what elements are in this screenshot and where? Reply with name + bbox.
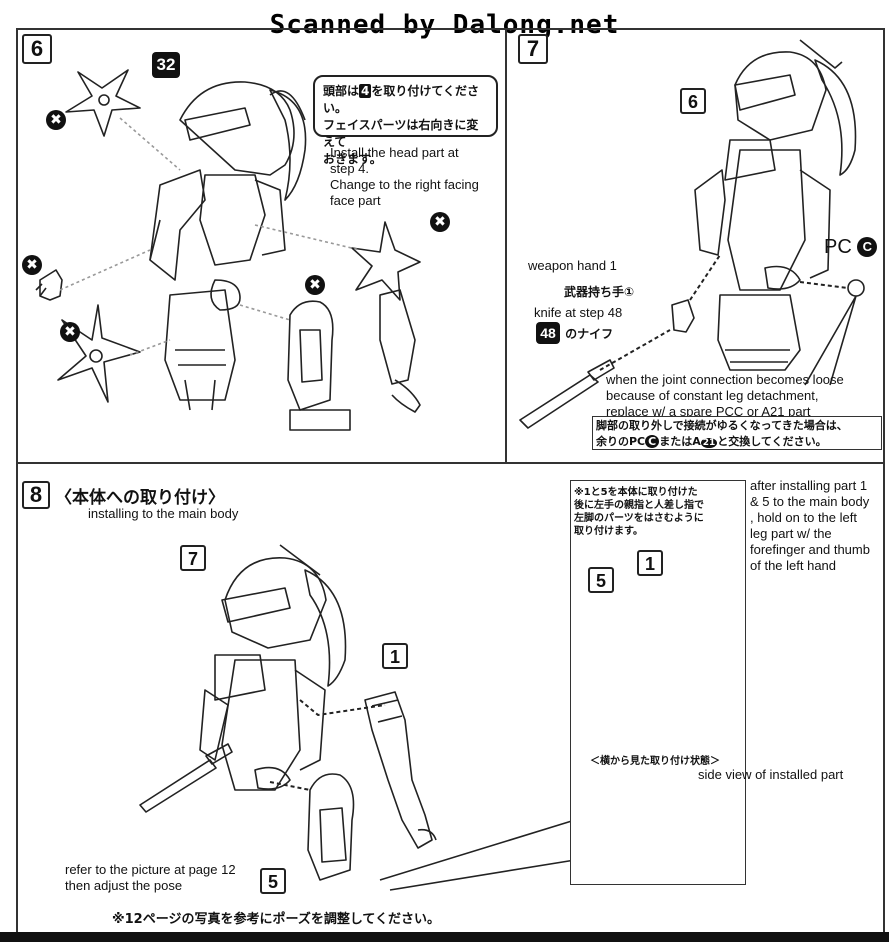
joint-note-jp-line1: 脚部の取り外しで接続がゆるくなってきた場合は、	[596, 419, 848, 432]
callout-line3: おきます。	[323, 152, 382, 166]
joint-note-en: when the joint connection becomes loose …	[606, 372, 844, 419]
x-mark-icon: ✖	[430, 212, 450, 232]
joint-note-jp-end: と交換してください。	[717, 435, 827, 448]
knife-jp: のナイフ	[565, 327, 614, 341]
step8-title-en: installing to the main body	[88, 506, 239, 521]
inset-jp-line3: 左脚のパーツをはさむように	[574, 513, 704, 524]
callout-line1b: を取り付けてください。	[323, 84, 480, 115]
pc-c-circle-icon: C	[857, 237, 878, 257]
x-mark-icon: ✖	[60, 322, 80, 342]
page-bottom-bar	[0, 932, 889, 942]
step8-ref-step-7: 7	[180, 545, 206, 571]
part-32-badge: 32	[152, 52, 180, 78]
knife-en: knife at step 48	[534, 305, 623, 320]
x-mark-icon: ✖	[305, 275, 325, 295]
step6-figure	[149, 81, 307, 411]
pose-note-en: refer to the picture at page 12 then adj…	[65, 862, 236, 893]
callout-line2: フェイスパーツは右向きに変えて	[323, 118, 479, 149]
inset-jp-line2: 後に左手の親指と人差し指で	[574, 500, 704, 511]
step7-number: 7	[518, 34, 548, 64]
step8-figure	[199, 544, 347, 791]
part-5-label: 5	[260, 868, 286, 894]
x-mark-icon: ✖	[46, 110, 66, 130]
callout-ref-badge: 4	[359, 84, 372, 98]
step7-figure	[694, 39, 857, 371]
weapon-hand-jp: 武器持ち手①	[564, 285, 635, 299]
pc-c-icon: C	[645, 435, 660, 448]
inset-jp-line4: 取り付けます。	[574, 526, 643, 537]
joint-note-jp-mid: またはA	[659, 435, 701, 448]
x-mark-icon: ✖	[22, 255, 42, 275]
side-view-jp: ＜横から見た取り付け状態＞	[590, 756, 720, 767]
weapon-hand-en: weapon hand 1	[528, 258, 617, 273]
inset-part-5-label: 5	[588, 567, 614, 593]
a21-icon: 21	[700, 438, 718, 448]
inset-part-1-label: 1	[637, 550, 663, 576]
scan-watermark: Scanned by Dalong.net	[269, 10, 620, 40]
step6-note-en: Install the head part at step 4. Change …	[330, 145, 479, 208]
joint-note-jp-line2: 余りのPC	[596, 435, 646, 448]
knife-step-48-badge: 48	[536, 322, 560, 344]
callout-line1: 頭部は	[323, 84, 360, 98]
inset-detail-box	[570, 480, 746, 885]
inset-note-jp: ※1と5を本体に取り付けた 後に左手の親指と人差し指で 左脚のパーツをはさむよう…	[574, 486, 744, 538]
step8-title-jp: 〈本体への取り付け〉	[55, 488, 225, 508]
pose-note-jp: ※12ページの写真を参考にポーズを調整してください。	[112, 912, 441, 927]
pc-label-text: PC	[824, 236, 852, 258]
inset-jp-line1: ※1と5を本体に取り付けた	[574, 487, 698, 498]
knife-label: 48 のナイフ	[536, 322, 613, 344]
step7-ref-step-6: 6	[680, 88, 706, 114]
pc-c-label: PC C	[824, 236, 878, 259]
step6-number: 6	[22, 34, 52, 64]
part-1-label: 1	[382, 643, 408, 669]
step8-number: 8	[22, 481, 50, 509]
side-view-en: side view of installed part	[698, 767, 844, 782]
inset-note-en: after installing part 1 & 5 to the main …	[750, 478, 870, 573]
